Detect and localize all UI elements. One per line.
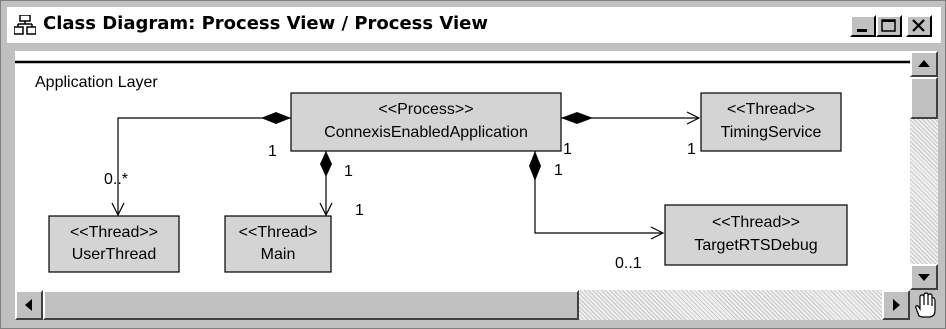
class-stereotype: <<Thread>> — [70, 224, 158, 241]
composition-diamond — [529, 151, 541, 181]
composition-diamond — [561, 112, 593, 124]
multiplicity-user-source: 1 — [268, 143, 277, 160]
association-main[interactable] — [320, 151, 332, 215]
class-stereotype: <<Thread>> — [712, 214, 800, 231]
arrow-right-icon — [893, 299, 900, 311]
class-stereotype: <<Thread> — [239, 224, 318, 241]
class-name: TargetRTSDebug — [694, 237, 817, 254]
multiplicity-main-target: 1 — [355, 202, 364, 219]
scroll-corner — [910, 290, 938, 320]
class-name: ConnexisEnabledApplication — [324, 124, 528, 141]
diagram-canvas[interactable]: Application Layer 1 0..* 1 1 — [15, 51, 910, 290]
class-stereotype: <<Process>> — [378, 101, 473, 118]
class-user-thread[interactable]: <<Thread>> UserThread — [48, 215, 180, 273]
class-name: Main — [261, 246, 296, 263]
window-title: Class Diagram: Process View / Process Vi… — [43, 13, 488, 34]
maximize-icon — [881, 19, 896, 32]
arrow-up-icon — [918, 60, 930, 67]
multiplicity-timing-source: 1 — [563, 141, 572, 158]
package-label: Application Layer — [35, 74, 158, 91]
composition-diamond — [261, 112, 291, 124]
horizontal-scroll-thumb[interactable] — [43, 290, 579, 320]
multiplicity-main-source: 1 — [344, 163, 353, 180]
class-stereotype: <<Thread>> — [727, 101, 815, 118]
vertical-scrollbar[interactable] — [910, 51, 938, 290]
association-timing[interactable] — [561, 112, 699, 124]
scroll-up-button[interactable] — [910, 51, 938, 77]
arrow-left-icon — [25, 299, 32, 311]
title-bar[interactable]: Class Diagram: Process View / Process Vi… — [7, 7, 941, 43]
association-targetrts[interactable] — [529, 151, 663, 233]
horizontal-scrollbar[interactable] — [15, 290, 910, 320]
multiplicity-target-source: 1 — [554, 162, 563, 179]
arrow-down-icon — [918, 274, 930, 281]
scroll-left-button[interactable] — [15, 290, 43, 320]
multiplicity-user-target: 0..* — [104, 171, 128, 188]
class-main[interactable]: <<Thread> Main — [224, 215, 332, 273]
association-userthread[interactable] — [118, 112, 291, 215]
maximize-button[interactable] — [876, 15, 902, 37]
scroll-right-button[interactable] — [882, 290, 910, 320]
close-button[interactable] — [906, 15, 932, 37]
class-diagram: Application Layer 1 0..* 1 1 — [15, 60, 910, 273]
class-name: TimingService — [721, 124, 822, 141]
minimize-icon — [857, 29, 867, 32]
class-connexis-enabled-application[interactable]: <<Process>> ConnexisEnabledApplication — [290, 92, 562, 152]
scroll-down-button[interactable] — [910, 264, 938, 290]
multiplicity-target-target: 0..1 — [615, 255, 642, 272]
multiplicity-timing-target: 1 — [687, 141, 696, 158]
hand-icon — [915, 292, 936, 318]
class-timing-service[interactable]: <<Thread>> TimingService — [700, 92, 842, 152]
class-target-rts-debug[interactable]: <<Thread>> TargetRTSDebug — [664, 204, 848, 266]
close-icon — [912, 19, 925, 32]
class-name: UserThread — [72, 246, 156, 263]
vertical-scroll-thumb[interactable] — [910, 77, 938, 119]
minimize-button[interactable] — [850, 15, 876, 37]
composition-diamond — [320, 151, 332, 177]
class-diagram-icon — [14, 15, 36, 35]
